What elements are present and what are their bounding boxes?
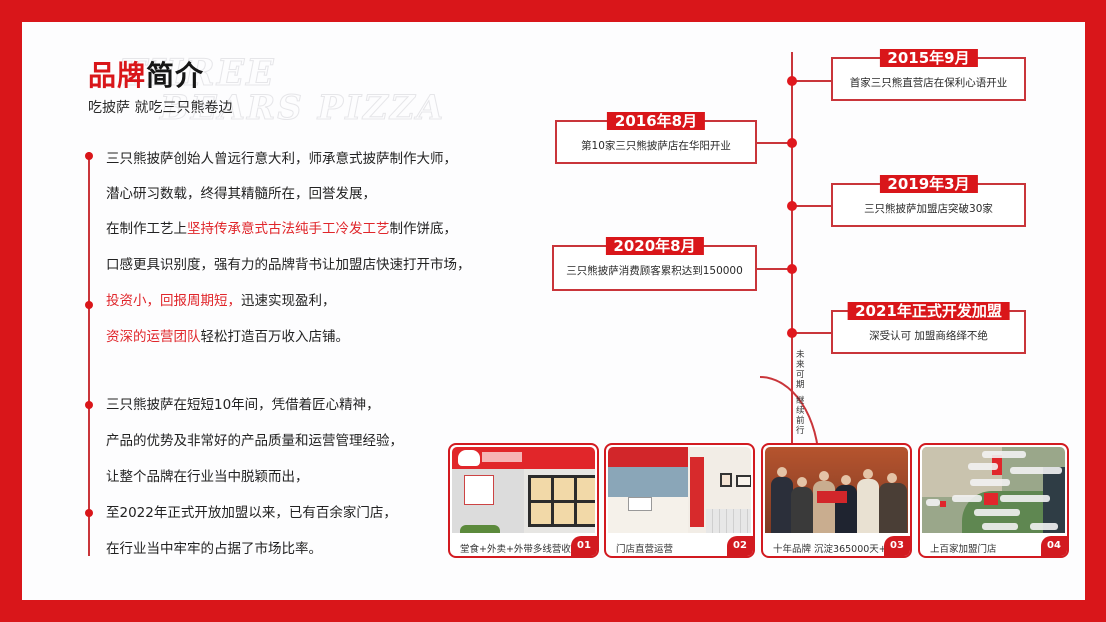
timeline-connector: [792, 332, 831, 334]
timeline-event-description: 深受认可 加盟商络绎不绝: [869, 330, 988, 342]
page-subtitle: 吃披萨 就吃三只熊卷边: [88, 100, 233, 116]
body-text: 在制作工艺上: [106, 221, 187, 237]
timeline-event-description: 首家三只熊直营店在保利心语开业: [849, 77, 1008, 89]
card-caption: 上百家加盟门店: [930, 544, 997, 555]
timeline-connector: [792, 205, 831, 207]
body-text: 产品的优势及非常好的产品质量和运营管理经验，: [106, 433, 403, 449]
intro-line: 在行业当中牢牢的占据了市场比率。: [106, 540, 322, 558]
timeline-event-box: 2015年9月首家三只熊直营店在保利心语开业: [831, 49, 1026, 101]
intro-line: 在制作工艺上坚持传承意式古法纯手工冷发工艺制作饼底，: [106, 220, 457, 238]
timeline-date-label: 2021年正式开发加盟: [847, 302, 1010, 320]
timeline-dot: [787, 138, 797, 148]
body-text: 让整个品牌在行业当中脱颖而出，: [106, 469, 309, 485]
body-text: 制作饼底，: [389, 221, 458, 237]
body-text: 三只熊披萨在短短10年间，凭借着匠心精神，: [106, 397, 380, 413]
timeline-tail-text-1: 未来可期: [796, 350, 805, 390]
timeline-dot: [787, 264, 797, 274]
timeline-connector: [757, 142, 792, 144]
intro-line: 产品的优势及非常好的产品质量和运营管理经验，: [106, 432, 403, 450]
card-number-badge: 04: [1041, 536, 1067, 556]
body-text: 口感更具识别度，强有力的品牌背书让加盟店快速打开市场，: [106, 257, 471, 273]
gallery-card-storefront: 堂食+外卖+外带多线营收 01: [448, 443, 599, 558]
intro-bullet-dot: [85, 301, 93, 309]
timeline-event-description: 第10家三只熊披萨店在华阳开业: [581, 140, 731, 152]
card-number-badge: 01: [571, 536, 597, 556]
timeline-event-description: 三只熊披萨消费顾客累积达到150000: [566, 265, 743, 277]
timeline-date-label: 2019年3月: [879, 175, 978, 193]
title-dark-part: 简介: [146, 59, 205, 92]
body-text: 潜心研习数载，终得其精髓所在，回誉发展，: [106, 186, 376, 202]
timeline-event-description: 三只熊披萨加盟店突破30家: [864, 203, 993, 215]
card-number-badge: 02: [727, 536, 753, 556]
timeline-event-box: 2019年3月三只熊披萨加盟店突破30家: [831, 175, 1026, 227]
timeline-tail-text-2: 继续前行: [796, 396, 805, 436]
gallery-card-store-map: 上百家加盟门店 04: [918, 443, 1069, 558]
bear-logo-icon: [458, 450, 480, 466]
body-text: 至2022年正式开放加盟以来，已有百余家门店，: [106, 505, 397, 521]
intro-line: 潜心研习数载，终得其精髓所在，回誉发展，: [106, 185, 376, 203]
store-map-image: [922, 447, 1065, 533]
timeline-dot: [787, 328, 797, 338]
intro-line: 至2022年正式开放加盟以来，已有百余家门店，: [106, 504, 397, 522]
intro-line: 三只熊披萨创始人曾远行意大利，师承意式披萨制作大师，: [106, 150, 457, 168]
intro-vertical-rule: [88, 152, 90, 556]
timeline-event-box: 2021年正式开发加盟深受认可 加盟商络绎不绝: [831, 302, 1026, 354]
timeline-connector: [757, 268, 792, 270]
store-interior-photo: [608, 447, 751, 533]
card-caption: 堂食+外卖+外带多线营收: [460, 544, 571, 555]
timeline-date-label: 2015年9月: [879, 49, 978, 67]
watermark-line-1: THREE: [120, 52, 276, 95]
highlight-text: 坚持传承意式古法纯手工冷发工艺: [187, 221, 390, 237]
body-text: 在行业当中牢牢的占据了市场比率。: [106, 541, 322, 557]
body-text: 三只熊披萨创始人曾远行意大利，师承意式披萨制作大师，: [106, 151, 457, 167]
timeline-date-label: 2016年8月: [606, 112, 706, 130]
body-text: 轻松打造百万收入店铺。: [200, 329, 350, 345]
page-title: 品牌简介: [88, 58, 204, 94]
team-group-photo: [765, 447, 908, 533]
timeline-date-label: 2020年8月: [605, 237, 704, 255]
highlight-text: 资深的运营团队: [106, 329, 201, 345]
card-caption: 门店直营运营: [616, 544, 674, 555]
highlight-text: 投资小，回报周期短，: [106, 293, 241, 309]
intro-bullet-dot: [85, 509, 93, 517]
intro-line: 投资小，回报周期短，迅速实现盈利，: [106, 292, 336, 310]
timeline-dot: [787, 201, 797, 211]
gallery-card-store-interior: 门店直营运营 02: [604, 443, 755, 558]
intro-bullet-dot: [85, 401, 93, 409]
intro-line: 口感更具识别度，强有力的品牌背书让加盟店快速打开市场，: [106, 256, 471, 274]
intro-line: 让整个品牌在行业当中脱颖而出，: [106, 468, 309, 486]
card-caption: 十年品牌 沉淀365000天+: [773, 544, 887, 555]
timeline-event-box: 2016年8月第10家三只熊披萨店在华阳开业: [555, 112, 757, 164]
intro-line: 资深的运营团队轻松打造百万收入店铺。: [106, 328, 349, 346]
timeline-connector: [792, 80, 831, 82]
storefront-photo: [452, 447, 595, 533]
watermark-line-2: BEARS PIZZA: [159, 88, 446, 129]
title-red-part: 品牌: [88, 59, 147, 92]
body-text: 迅速实现盈利，: [241, 293, 336, 309]
timeline-dot: [787, 76, 797, 86]
timeline-event-box: 2020年8月三只熊披萨消费顾客累积达到150000: [552, 237, 757, 291]
gallery-card-team-photo: 十年品牌 沉淀365000天+ 03: [761, 443, 912, 558]
intro-line: 三只熊披萨在短短10年间，凭借着匠心精神，: [106, 396, 380, 414]
intro-bullet-dot: [85, 152, 93, 160]
card-number-badge: 03: [884, 536, 910, 556]
